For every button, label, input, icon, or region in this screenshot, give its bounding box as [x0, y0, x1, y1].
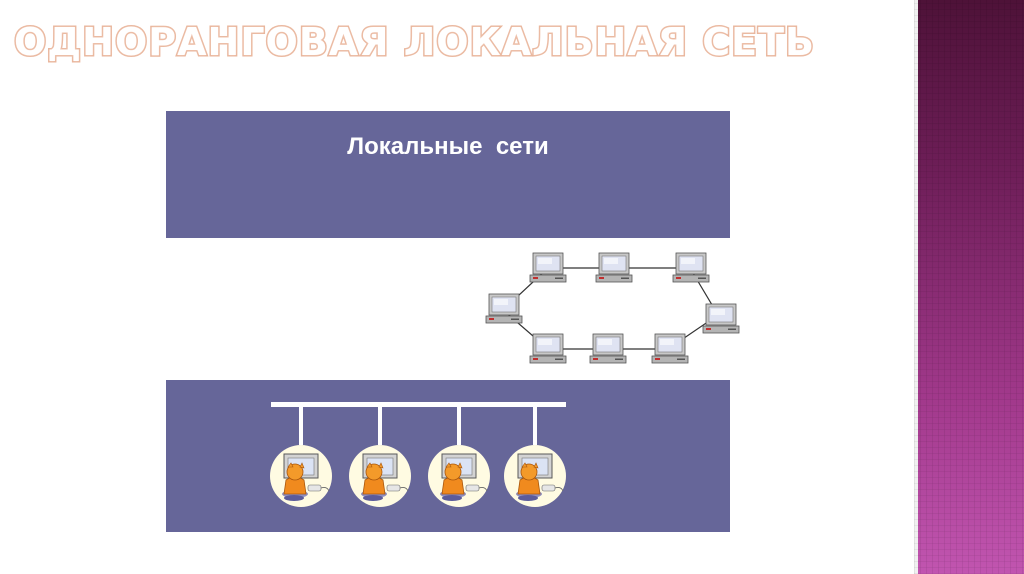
top-panel: Локальные сети: [166, 111, 730, 238]
workstation-icon: [269, 444, 333, 508]
workstation-icon: [503, 444, 567, 508]
computer-icon: [529, 333, 567, 364]
bus-drop-cable: [299, 407, 303, 445]
slide-title: ОДНОРАНГОВАЯ ЛОКАЛЬНАЯ СЕТЬ: [13, 19, 816, 66]
computer-icon: [702, 303, 740, 334]
figure-heading: Локальные сети: [347, 133, 549, 160]
computer-icon: [485, 293, 523, 324]
bus-drop-cable: [533, 407, 537, 445]
decorative-side-band: [914, 0, 1024, 574]
computer-icon: [595, 252, 633, 283]
workstation-icon: [348, 444, 412, 508]
bus-drop-cable: [457, 407, 461, 445]
computer-icon: [589, 333, 627, 364]
bus-drop-cable: [378, 407, 382, 445]
computer-icon: [672, 252, 710, 283]
computer-icon: [529, 252, 567, 283]
workstation-icon: [427, 444, 491, 508]
computer-icon: [651, 333, 689, 364]
bus-cable: [271, 402, 566, 407]
